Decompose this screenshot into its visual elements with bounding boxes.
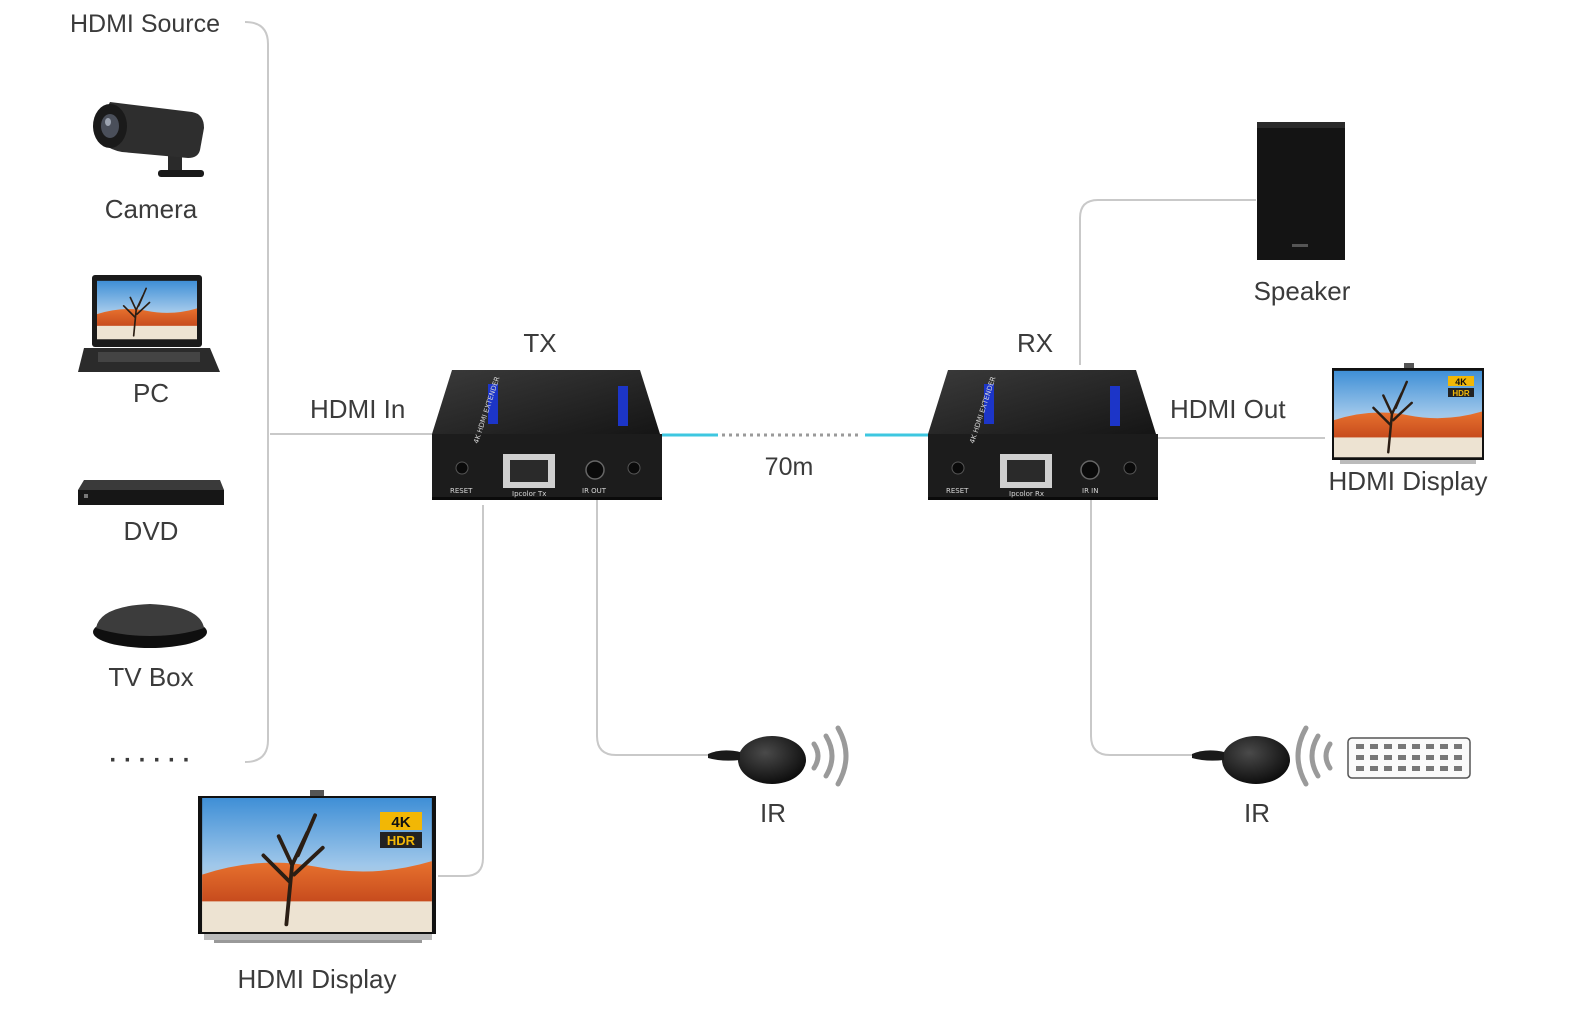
tv-box-icon [93, 604, 207, 648]
ir-right-label: IR [1244, 798, 1270, 828]
rx-receiver-icon: 4K HDMI EXTENDER RESET Ipcolor Rx IR IN [928, 370, 1158, 500]
tx-transmitter-icon: 4K HDMI EXTENDER RESET Ipcolor Tx IR OUT [432, 370, 662, 500]
ir-signal-waves-right-icon [1295, 725, 1333, 787]
rx-label: RX [1017, 328, 1053, 358]
hdmi-display-right-label: HDMI Display [1329, 466, 1488, 496]
hdmi-in-label: HDMI In [310, 394, 405, 424]
bottom-4k-badge: 4K [391, 814, 410, 831]
rx-port-text: Ipcolor Rx [1009, 490, 1044, 498]
speaker-icon [1257, 122, 1345, 260]
tx-ir-out-text: IR OUT [582, 487, 607, 495]
tx-reset-text: RESET [450, 487, 473, 495]
remote-control-icon [1347, 737, 1471, 779]
camera-label: Camera [105, 194, 198, 224]
right-hdr-badge: HDR [1452, 389, 1470, 398]
hdmi-display-right-icon: 4K HDR [1332, 363, 1484, 464]
tv-box-label: TV Box [108, 662, 193, 692]
speaker-label: Speaker [1254, 276, 1351, 306]
rx-reset-text: RESET [946, 487, 969, 495]
right-4k-badge: 4K [1455, 377, 1467, 387]
ir-signal-waves-left-icon [811, 725, 849, 787]
distance-label: 70m [765, 453, 814, 481]
hdmi-out-label: HDMI Out [1170, 394, 1286, 424]
laptop-icon [78, 275, 220, 372]
connector-lines [244, 21, 1325, 877]
hdmi-display-bottom-label: HDMI Display [238, 964, 397, 994]
bottom-hdr-badge: HDR [387, 833, 416, 848]
dvd-label: DVD [124, 516, 179, 546]
ir-receiver-right-icon [1192, 736, 1290, 784]
more-sources-ellipsis: · · · · · · [109, 747, 190, 774]
rx-ir-in-text: IR IN [1082, 487, 1098, 495]
tx-label: TX [523, 328, 556, 358]
hdmi-source-group: HDMI Source Camera PC DVD [70, 10, 224, 774]
pc-label: PC [133, 378, 169, 408]
camera-icon [93, 102, 204, 177]
hdmi-display-bottom-icon: 4K HDR [198, 790, 436, 943]
ir-left-label: IR [760, 798, 786, 828]
hdmi-source-label: HDMI Source [70, 10, 220, 38]
tx-port-text: Ipcolor Tx [512, 490, 546, 498]
ir-receiver-left-icon [708, 736, 806, 784]
dvd-player-icon [78, 480, 224, 505]
